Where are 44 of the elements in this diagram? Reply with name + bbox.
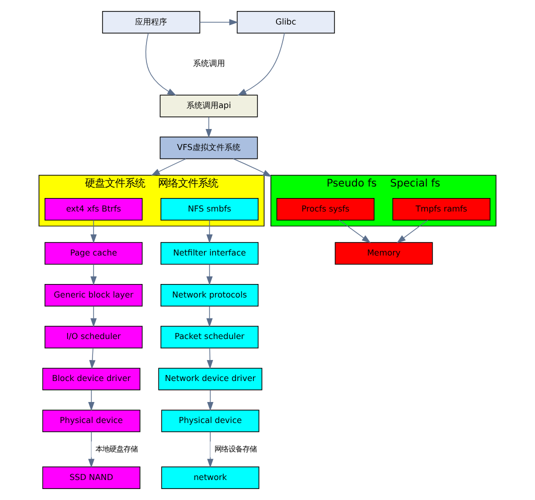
arrow xyxy=(90,306,97,328)
node-box: Page cache xyxy=(44,242,143,265)
arrow xyxy=(199,19,238,26)
arrow xyxy=(206,348,214,370)
node-box: Netfilter interface xyxy=(160,242,259,265)
arrow xyxy=(206,306,213,328)
arrow xyxy=(232,158,272,177)
node-box: network xyxy=(161,466,260,489)
arrow xyxy=(146,32,176,96)
node-box: Network device driver xyxy=(158,368,262,390)
node-box: 系统调用api xyxy=(160,94,258,118)
node-box: ext4 xfs Btrfs xyxy=(44,198,143,220)
node-box: Physical device xyxy=(42,410,140,432)
node-box: Glibc xyxy=(236,11,335,34)
node-box: Generic block layer xyxy=(44,284,143,306)
node-box: Packet scheduler xyxy=(160,326,259,348)
node-box: Block device driver xyxy=(42,368,140,390)
arrow xyxy=(207,390,214,411)
node-box: 应用程序 xyxy=(102,11,200,34)
arrow xyxy=(206,264,213,286)
arrow xyxy=(207,431,214,468)
arrow xyxy=(90,220,97,244)
node-box: I/O scheduler xyxy=(44,326,143,348)
arrow xyxy=(206,220,213,244)
node-box: Physical device xyxy=(161,410,260,432)
arrow xyxy=(338,220,371,244)
label: 系统调用 xyxy=(192,58,225,68)
node-box: VFS虚拟文件系统 xyxy=(160,136,258,160)
node-box: NFS smbfs xyxy=(160,198,259,220)
arrow xyxy=(90,264,97,286)
arrow xyxy=(206,116,212,138)
arrow xyxy=(396,220,428,244)
arrow xyxy=(150,158,186,176)
node-box: Network protocols xyxy=(160,284,259,306)
arrow xyxy=(237,32,285,96)
edge-label: 网络设备存储 xyxy=(214,444,256,454)
node-box: Memory xyxy=(334,242,433,265)
node-box: SSD NAND xyxy=(42,466,140,489)
arrow xyxy=(88,390,94,411)
edge-label: 本地硬盘存储 xyxy=(95,444,138,454)
arrow xyxy=(88,431,94,468)
node-box: Procfs sysfs xyxy=(276,198,374,220)
arrow xyxy=(89,348,96,370)
node-box: Tmpfs ramfs xyxy=(392,198,490,220)
